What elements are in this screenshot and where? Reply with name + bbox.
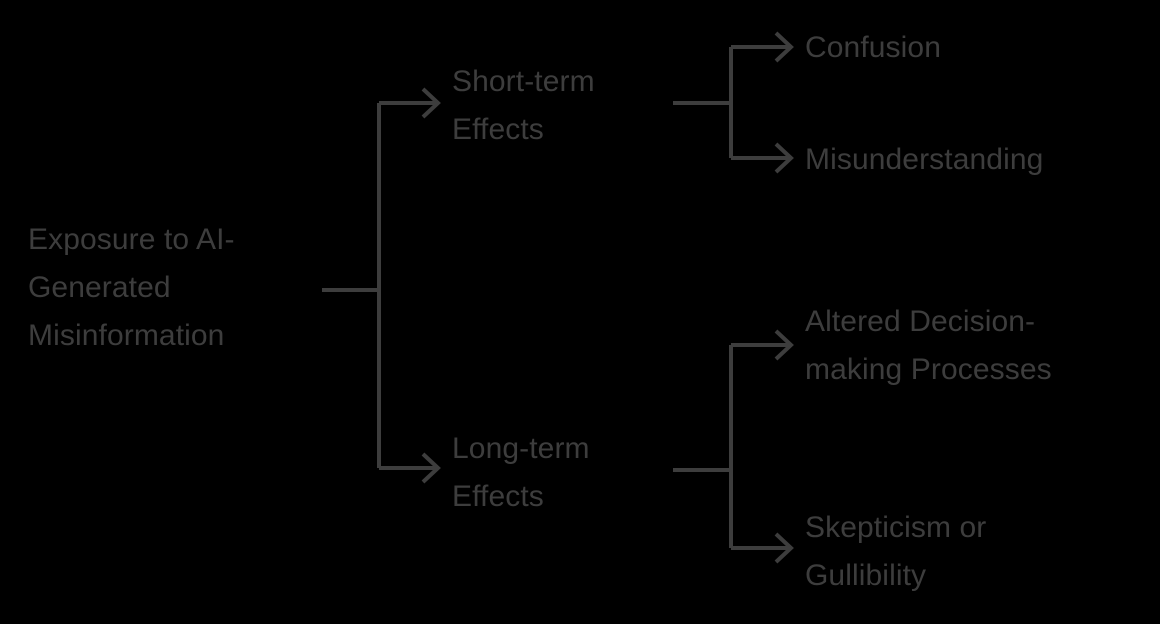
node-altered-decision-making-processes: Altered Decision- making Processes bbox=[805, 305, 1052, 386]
arrowhead-altered-decision-making bbox=[774, 329, 794, 361]
node-skepticism-or-gullibility: Skepticism or Gullibility bbox=[805, 511, 987, 592]
node-long-term-effects: Long-term Effects bbox=[452, 432, 590, 513]
arrowhead-confusion bbox=[774, 31, 794, 63]
node-confusion: Confusion bbox=[805, 31, 941, 64]
node-root: Exposure to AI- Generated Misinformation bbox=[28, 223, 235, 352]
arrowhead-long-term bbox=[421, 452, 441, 484]
node-misunderstanding: Misunderstanding bbox=[805, 143, 1044, 176]
node-short-term-effects: Short-term Effects bbox=[452, 65, 595, 146]
arrowhead-misunderstanding bbox=[774, 142, 794, 174]
arrowhead-short-term bbox=[421, 87, 441, 119]
arrowhead-skepticism bbox=[774, 532, 794, 564]
